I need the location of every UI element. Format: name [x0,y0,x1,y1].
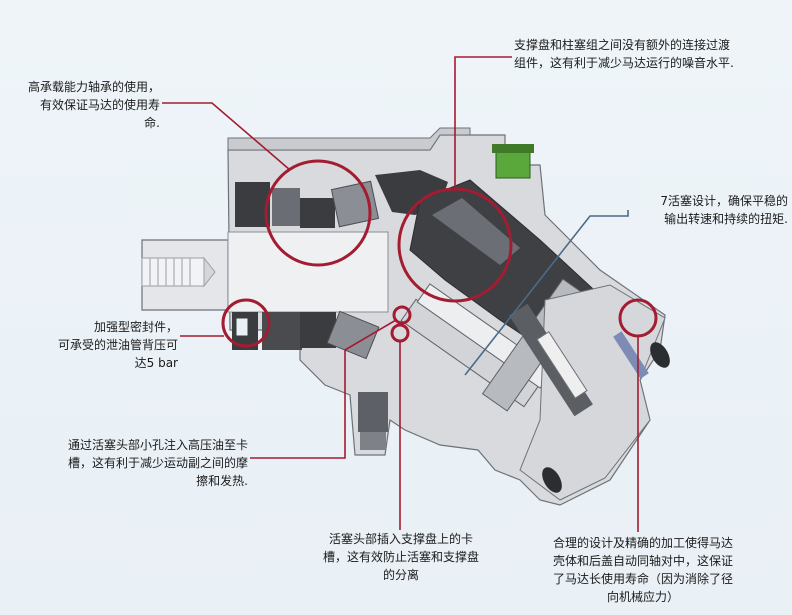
machining-callout-line-2: 壳体和后盖自动同轴对中，这保证 [552,554,733,568]
seal-callout-circle [221,298,271,348]
shaft-thread [141,257,205,287]
oil-hole-callout-line-2: 槽，这有利于减少运动副之间的摩 [67,456,248,470]
machining-callout-line-3: 了马达长使用寿命（因为消除了径 [552,572,733,586]
oil-hole-callout-circle [392,305,412,325]
rear-cover-slot [536,331,588,399]
rear-bearing-roller [330,180,380,228]
bearing-callout-line-1: 高承载能力轴承的使用， [27,80,160,94]
oil-hole-callout-line-1: 通过活塞头部小孔注入高压油至卡 [67,438,248,452]
piston-head-callout: 活塞头部插入支撑盘上的卡 槽，这有效防止活塞和支撑盘 的分离 [306,530,496,584]
piston-bore-highlight [432,198,520,265]
oil-hole-callout-line-3: 擦和发热. [196,474,248,488]
piston-head-callout-line-1: 活塞头部插入支撑盘上的卡 [328,532,473,546]
rear-cover-blue-seal [613,331,649,379]
bottom-port-teeth [360,432,386,450]
bearing-callout-line-2: 有效保证马达的使用寿 [39,98,160,112]
piston-head-callout-line-2: 槽，这有效防止活塞和支撑盘 [322,550,479,564]
seal-callout-line-2: 可承受的泄油管背压可 [57,338,178,352]
machining-callout: 合理的设计及精确的加工使得马达 壳体和后盖自动同轴对中，这保证 了马达长使用寿命… [524,534,762,606]
bearing-callout-circle [264,159,372,267]
seven-piston-leader [464,210,629,376]
seal-insert [235,317,249,337]
seven-piston-callout-line-2: 输出转速和持续的扭矩. [664,212,788,226]
bottom-port-fitting [358,392,388,432]
support-plate-callout-line-2: 组件，这有利于减少马达运行的噪音水平. [514,56,734,70]
rear-bearing-upper [300,198,335,228]
drain-port-cap [492,144,534,153]
machining-callout-line-4: 向机械应力） [606,590,679,604]
front-bearing-upper-race [272,188,300,226]
rear-bearing-roller-lower [326,310,380,360]
seven-piston-callout: 7活塞设计，确保平稳的 输出转速和持续的扭矩. [588,192,788,228]
seven-piston-callout-line-1: 7活塞设计，确保平稳的 [660,194,788,208]
rear-bolts [542,342,670,493]
support-plate-callout: 支撑盘和柱塞组之间没有额外的连接过渡 组件，这有利于减少马达运行的噪音水平. [514,36,790,72]
bearing-leader [162,102,291,171]
seal-callout: 加强型密封件， 可承受的泄油管背压可 达5 bar [0,318,178,372]
piston-head-callout-line-3: 的分离 [382,568,419,582]
seal-callout-line-3: 达5 bar [134,356,178,370]
housing-top-flange [227,127,471,151]
support-plate-callout-line-1: 支撑盘和柱塞组之间没有额外的连接过渡 [514,38,731,52]
shaft-core [227,231,389,313]
seal-callout-line-1: 加强型密封件， [93,320,178,334]
bearing-callout-line-3: 命. [144,116,160,130]
front-bearing-upper [235,182,270,227]
shaft-thread-lines [149,258,191,286]
oil-hole-leader [250,319,397,459]
support-plate-leader [454,56,512,190]
machining-callout-line-1: 合理的设计及精确的加工使得马达 [552,536,733,550]
shaft-tip [203,256,216,288]
oil-hole-callout: 通过活塞头部小孔注入高压油至卡 槽，这有利于减少运动副之间的摩 擦和发热. [0,436,248,490]
bearing-callout: 高承载能力轴承的使用， 有效保证马达的使用寿 命. [0,78,160,132]
